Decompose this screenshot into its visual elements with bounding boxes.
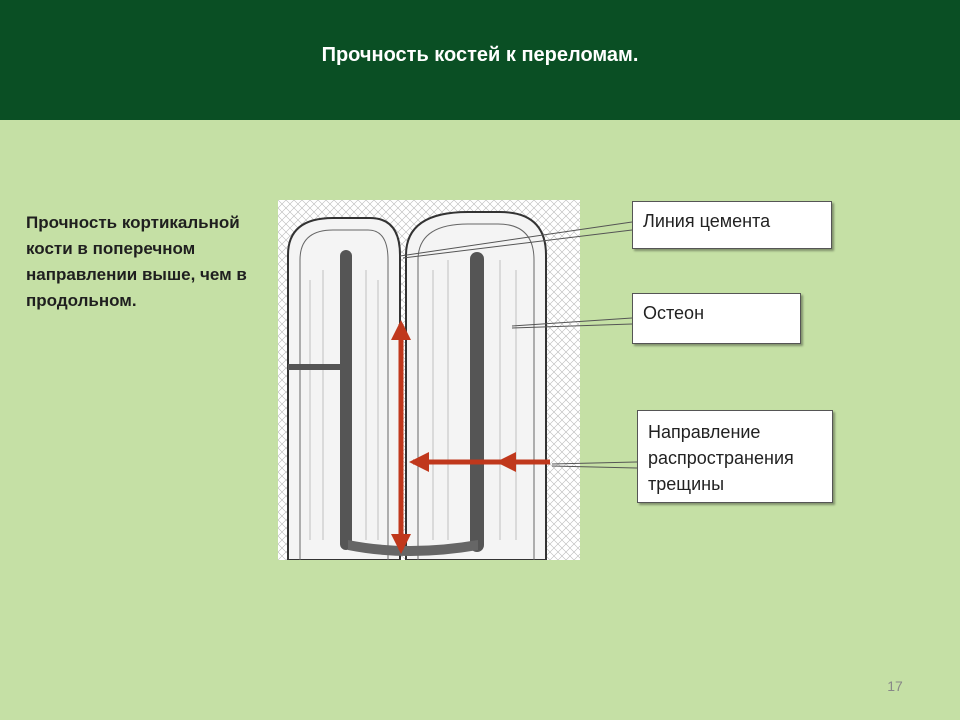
callout-cement-line: Линия цемента: [632, 201, 832, 249]
slide-title: Прочность костей к переломам.: [321, 44, 639, 66]
body-text: Прочность кортикальной кости в поперечно…: [26, 213, 247, 310]
osteon-illustration: [278, 200, 580, 561]
title-bar: [0, 0, 960, 120]
callout-osteon: Остеон: [632, 293, 801, 344]
callout-crack-direction: Направление распространения трещины: [637, 410, 833, 503]
page-number: 17: [887, 678, 903, 694]
